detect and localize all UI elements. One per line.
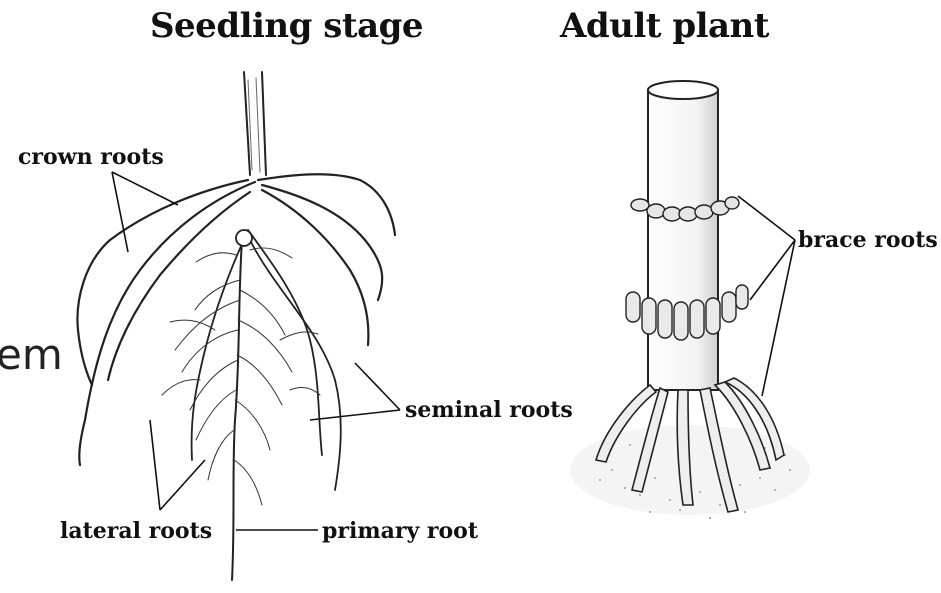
primary-root-label: primary root (322, 518, 478, 544)
seminal-roots-group (192, 230, 341, 490)
brace-roots-label: brace roots (798, 227, 938, 253)
adult-plant-illustration (570, 81, 810, 519)
seedling-leader-lines (112, 172, 400, 530)
crown-roots-group (77, 174, 395, 465)
lateral-roots-label: lateral roots (60, 518, 212, 544)
seminal-roots-leader (310, 363, 400, 420)
seminal-roots-label: seminal roots (405, 397, 573, 423)
cropped-text-fragment: em (0, 330, 63, 379)
lateral-roots-leader (150, 420, 205, 510)
crown-roots-label: crown roots (18, 144, 164, 170)
seedling-title: Seedling stage (150, 6, 423, 46)
lateral-roots-group (162, 248, 320, 505)
primary-root (232, 240, 242, 580)
stalk (648, 90, 718, 390)
crown-roots-leader (112, 172, 178, 252)
adult-title: Adult plant (560, 6, 769, 46)
stalk-top (648, 81, 718, 99)
